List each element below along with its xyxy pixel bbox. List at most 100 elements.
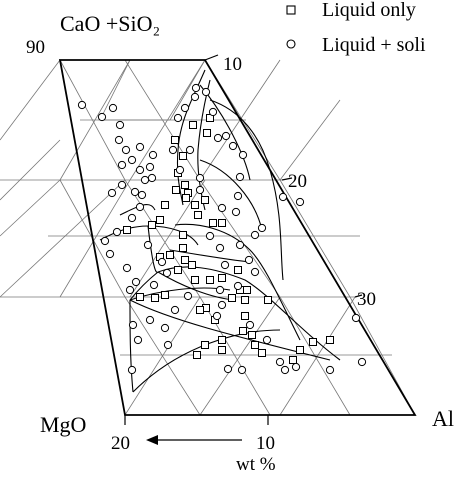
- axis-label-bottom: wt %: [236, 454, 276, 474]
- data-point-liquid-only: [289, 356, 297, 364]
- grid-line: [279, 179, 351, 298]
- data-point-liquid-solid: [137, 190, 147, 200]
- data-point-liquid-solid: [357, 357, 367, 367]
- grid-line: [279, 296, 356, 416]
- data-point-liquid-solid: [145, 162, 155, 172]
- data-point-liquid-only: [228, 294, 236, 302]
- data-point-liquid-solid: [280, 365, 290, 375]
- data-point-liquid-solid: [162, 268, 172, 278]
- data-point-liquid-solid: [231, 207, 241, 217]
- data-point-liquid-only: [248, 331, 256, 339]
- data-point-liquid-solid: [244, 255, 254, 265]
- data-point-liquid-solid: [295, 197, 305, 207]
- boundary-curve: [209, 99, 284, 281]
- data-point-liquid-only: [218, 336, 226, 344]
- tick-mark: [281, 177, 293, 181]
- data-point-liquid-only: [191, 201, 199, 209]
- data-point-liquid-only: [193, 351, 201, 359]
- data-point-liquid-solid: [145, 315, 155, 325]
- data-point-liquid-only: [179, 231, 187, 239]
- data-point-liquid-solid: [250, 267, 260, 277]
- data-point-liquid-solid: [245, 320, 255, 330]
- data-point-liquid-only: [218, 219, 226, 227]
- data-point-liquid-solid: [143, 240, 153, 250]
- grid-line: [99, 59, 131, 121]
- data-point-liquid-solid: [185, 145, 195, 155]
- data-point-liquid-only: [136, 293, 144, 301]
- data-point-liquid-solid: [205, 231, 215, 241]
- data-point-liquid-only: [161, 201, 169, 209]
- grid-line: [59, 59, 131, 181]
- data-point-liquid-only: [194, 211, 202, 219]
- data-point-liquid-solid: [105, 249, 115, 259]
- legend-marker-circle: [286, 39, 296, 49]
- data-point-liquid-solid: [135, 202, 145, 212]
- data-point-liquid-solid: [215, 285, 225, 295]
- data-point-liquid-solid: [135, 165, 145, 175]
- data-point-liquid-solid: [175, 165, 185, 175]
- corner-label-bottom-left: MgO: [40, 412, 86, 437]
- data-point-liquid-solid: [122, 263, 132, 273]
- data-point-liquid-solid: [133, 335, 143, 345]
- data-point-liquid-only: [188, 261, 196, 269]
- data-point-liquid-only: [179, 152, 187, 160]
- data-point-liquid-solid: [278, 192, 288, 202]
- data-point-liquid-only: [179, 244, 187, 252]
- data-point-liquid-solid: [228, 141, 238, 151]
- data-point-liquid-only: [148, 221, 156, 229]
- data-point-liquid-solid: [100, 236, 110, 246]
- legend-marker-square: [286, 5, 296, 15]
- data-point-liquid-solid: [115, 120, 125, 130]
- data-point-liquid-solid: [157, 257, 167, 267]
- tick-label-right-20: 20: [288, 171, 307, 192]
- data-point-liquid-solid: [117, 160, 127, 170]
- data-point-liquid-only: [171, 136, 179, 144]
- data-point-liquid-solid: [223, 364, 233, 374]
- data-point-liquid-only: [174, 266, 182, 274]
- data-point-liquid-solid: [149, 280, 159, 290]
- data-point-liquid-only: [161, 291, 169, 299]
- data-point-liquid-only: [201, 341, 209, 349]
- data-point-liquid-solid: [97, 112, 107, 122]
- data-point-liquid-only: [123, 226, 131, 234]
- data-point-liquid-only: [264, 296, 272, 304]
- data-point-liquid-only: [181, 256, 189, 264]
- data-point-liquid-only: [296, 346, 304, 354]
- data-point-liquid-solid: [108, 103, 118, 113]
- grid-line: [124, 296, 201, 416]
- data-point-liquid-solid: [131, 277, 141, 287]
- data-point-liquid-solid: [107, 188, 117, 198]
- data-point-liquid-only: [326, 336, 334, 344]
- boundary-curve: [199, 159, 263, 231]
- data-point-liquid-solid: [114, 135, 124, 145]
- legend: Liquid only Liquid + soli: [286, 0, 426, 56]
- plot-boundary: [58, 59, 417, 416]
- tick-label-left-90: 90: [26, 37, 45, 58]
- data-point-liquid-only: [243, 286, 251, 294]
- data-point-liquid-only: [181, 181, 189, 189]
- data-point-liquid-solid: [213, 133, 223, 143]
- data-point-liquid-only: [196, 306, 204, 314]
- boundary-curve: [169, 249, 251, 263]
- data-point-liquid-solid: [217, 203, 227, 213]
- data-point-liquid-solid: [170, 305, 180, 315]
- data-point-liquid-solid: [208, 107, 218, 117]
- corner-label-top: CaO +SiO₂: [60, 11, 160, 36]
- data-point-liquid-solid: [160, 323, 170, 333]
- data-point-liquid-solid: [235, 240, 245, 250]
- grid-line: [124, 179, 201, 298]
- data-point-liquid-only: [206, 276, 214, 284]
- data-point-liquid-solid: [325, 365, 335, 375]
- grid-line: [59, 59, 126, 181]
- data-point-liquid-solid: [130, 187, 140, 197]
- data-point-liquid-only: [234, 266, 242, 274]
- data-point-liquid-only: [191, 276, 199, 284]
- data-point-liquid-solid: [237, 365, 247, 375]
- data-point-liquid-solid: [215, 243, 225, 253]
- data-point-liquid-solid: [220, 260, 230, 270]
- tick-label-right-30: 30: [357, 289, 376, 310]
- data-point-liquid-only: [241, 312, 249, 320]
- boundary-curve: [174, 223, 301, 341]
- legend-label-liquid-only: Liquid only: [322, 0, 416, 21]
